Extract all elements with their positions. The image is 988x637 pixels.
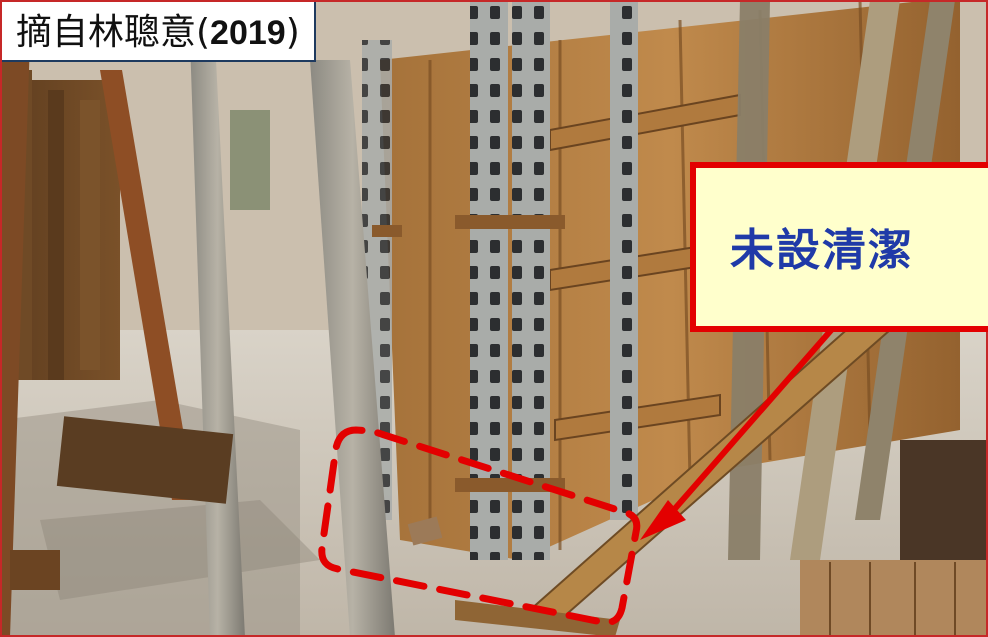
annotation-callout: 未設清潔 <box>690 162 988 332</box>
dashed-highlight-box <box>318 426 641 626</box>
callout-text: 未設清潔 <box>730 225 914 276</box>
pointer-arrow-line <box>662 318 843 522</box>
caption-year: 2019 <box>210 14 286 52</box>
caption-suffix: ) <box>285 12 300 53</box>
caption-prefix: 摘自林聰意( <box>16 12 211 53</box>
source-caption: 摘自林聰意(2019) <box>2 2 316 62</box>
pointer-arrow-head <box>640 500 686 540</box>
